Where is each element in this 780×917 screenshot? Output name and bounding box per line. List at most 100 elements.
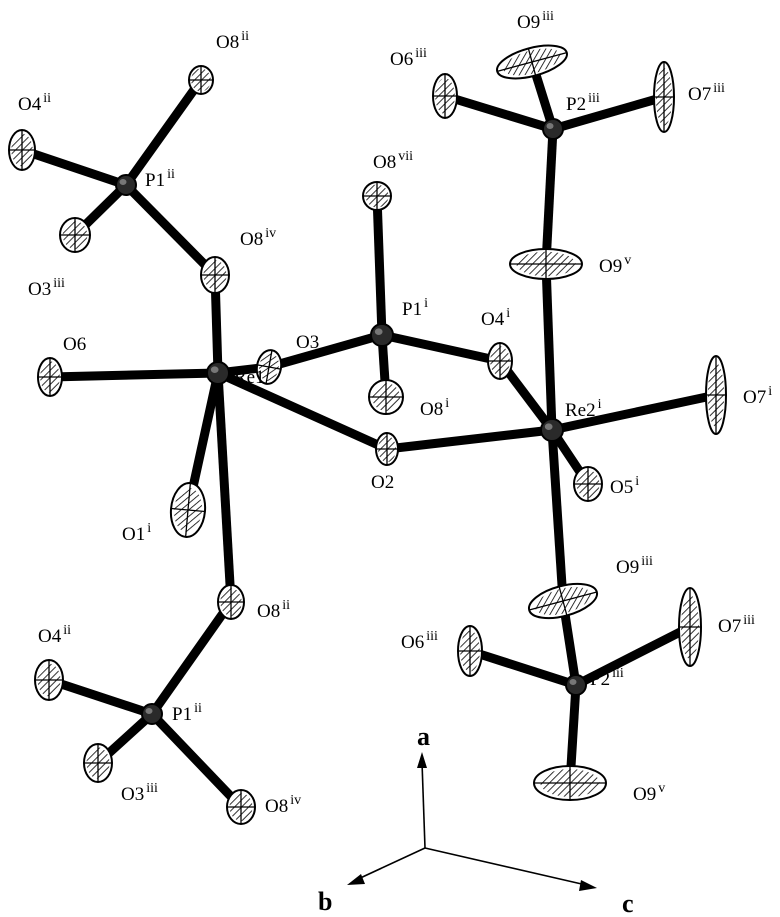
atom-axis-line bbox=[527, 48, 537, 76]
atom-O9v_top bbox=[509, 248, 583, 280]
bond-Re1-O6 bbox=[49, 368, 219, 382]
axis-c-label: c bbox=[622, 889, 634, 917]
axis-c-arrow bbox=[424, 847, 587, 886]
atom-label-base: O8 bbox=[216, 32, 239, 53]
atom-label-superscript: iv bbox=[265, 226, 276, 241]
atom-label-base: Re2 bbox=[565, 400, 596, 421]
atom-O7iii_bot bbox=[678, 587, 702, 667]
atom-label-base: O6 bbox=[401, 632, 424, 653]
bond-P1ii_top-O8iv_top bbox=[122, 181, 219, 279]
atom-label-superscript: ii bbox=[167, 167, 175, 182]
atom-label-base: O8 bbox=[240, 229, 263, 250]
atom-label-O3: O3 bbox=[296, 332, 319, 353]
atom-label-base: P1 bbox=[402, 299, 422, 320]
bond-O2-Re2i bbox=[386, 425, 553, 454]
atom-Re1 bbox=[206, 361, 230, 385]
atom-label-base: O8 bbox=[265, 796, 288, 817]
atom-label-base: O9 bbox=[633, 784, 656, 805]
atom-label-superscript: ii bbox=[194, 701, 202, 716]
bond-P1ii_bot-O8iv_bot bbox=[148, 710, 245, 811]
atom-label-base: O7 bbox=[688, 84, 711, 105]
atom-label-superscript: iii bbox=[641, 554, 653, 569]
axis-b-label: b bbox=[318, 887, 332, 916]
atom-label-superscript: i bbox=[635, 474, 639, 489]
atom-label-Re1: Re1 bbox=[234, 367, 265, 388]
atom-label-base: O1 bbox=[122, 524, 145, 545]
atom-label-base: O4 bbox=[38, 626, 62, 647]
atom-O6 bbox=[37, 357, 63, 397]
atom-O4ii_bot bbox=[34, 659, 64, 701]
atom-label-base: O4 bbox=[18, 94, 42, 115]
bond-Re2i-O9iii_bot bbox=[547, 429, 568, 602]
atom-label-superscript: i bbox=[445, 396, 449, 411]
bond-O9v_top-P2iii_top bbox=[541, 128, 558, 265]
atom-label-base: O7 bbox=[743, 387, 766, 408]
atom-P1ii_bot bbox=[141, 703, 163, 725]
atom-ellipse bbox=[542, 118, 564, 140]
atom-label-superscript: v bbox=[624, 253, 631, 268]
atom-label-superscript: iii bbox=[612, 666, 624, 681]
atom-O9v_bot bbox=[533, 765, 607, 801]
atom-highlight bbox=[210, 366, 219, 373]
atom-O8vii bbox=[362, 181, 392, 211]
atom-O9iii_bot bbox=[527, 582, 599, 620]
atom-label-base: P2 bbox=[590, 669, 610, 690]
atom-label-base: O9 bbox=[517, 12, 540, 33]
atom-label-superscript: i bbox=[147, 521, 151, 536]
atom-label-superscript: ii bbox=[241, 29, 249, 44]
atom-O8ii_mid bbox=[217, 584, 245, 620]
axis-c-arrowhead bbox=[579, 880, 597, 891]
atom-label-superscript: ii bbox=[63, 623, 71, 638]
atom-ellipse bbox=[370, 323, 394, 347]
bond-P2iii_bot-O7iii_bot bbox=[573, 622, 693, 690]
atom-O4i bbox=[487, 342, 513, 380]
atom-label-superscript: i bbox=[598, 397, 602, 412]
atom-O6iii_bot bbox=[457, 625, 483, 677]
atom-label-superscript: vii bbox=[398, 149, 413, 164]
atom-label-superscript: i bbox=[424, 296, 428, 311]
atom-O9iii_top bbox=[496, 44, 568, 80]
atom-P1i bbox=[370, 323, 394, 347]
atom-highlight bbox=[374, 328, 383, 335]
bond-P1ii_top-O8ii_top bbox=[122, 77, 205, 188]
atom-label-superscript: iii bbox=[588, 91, 600, 106]
atom-label-O2: O2 bbox=[371, 472, 394, 493]
atom-ellipse bbox=[115, 174, 137, 196]
atom-label-superscript: v bbox=[658, 781, 665, 796]
atom-label-superscript: i bbox=[768, 384, 772, 399]
atom-O3 bbox=[255, 349, 283, 385]
atom-label-base: O7 bbox=[718, 616, 741, 637]
atom-axis-line bbox=[265, 350, 273, 384]
bond-P2iii_top-O7iii_top bbox=[551, 92, 666, 134]
axis-a-arrowhead bbox=[417, 752, 427, 768]
atom-label-base: Re1 bbox=[234, 367, 265, 388]
atom-highlight bbox=[569, 679, 577, 685]
bond-P1ii_bot-O4ii_bot bbox=[47, 675, 154, 719]
atom-O7i bbox=[705, 355, 727, 435]
atom-label-superscript: iii bbox=[713, 81, 725, 96]
atom-highlight bbox=[546, 123, 554, 129]
atom-P2iii_top bbox=[542, 118, 564, 140]
atom-O1i bbox=[169, 482, 207, 538]
